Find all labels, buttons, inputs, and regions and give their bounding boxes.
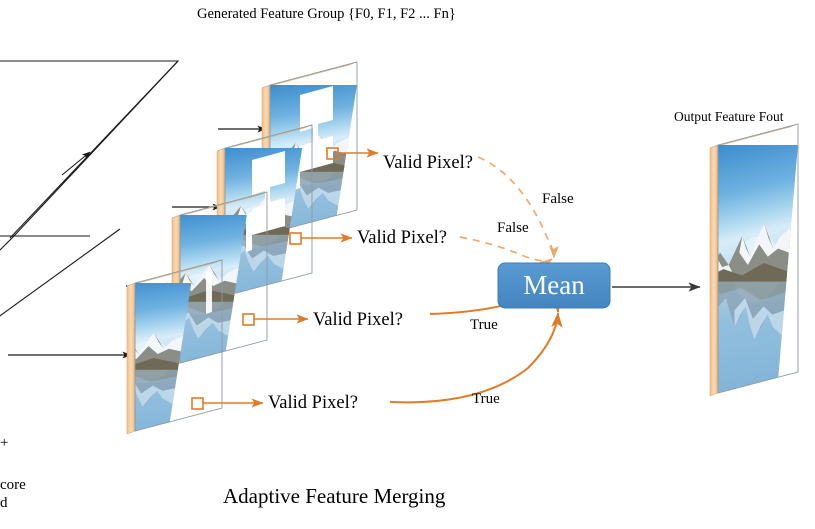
pixel-probe-3 <box>191 397 204 410</box>
clipped-text-core: core <box>0 477 26 493</box>
pixel-probe-2 <box>242 313 255 326</box>
branch-label-true-lower: True <box>472 391 500 407</box>
true-branch-3 <box>389 312 563 404</box>
source-arrow-diagonal <box>61 151 91 176</box>
output-feature-label: Output Feature Fout <box>674 109 784 124</box>
branch-label-false-upper: False <box>542 191 574 207</box>
branch-label-true-upper: True <box>470 317 498 333</box>
branch-label-false-lower: False <box>497 220 529 236</box>
valid-pixel-probes <box>191 147 379 410</box>
false-branch-0 <box>477 156 559 259</box>
valid-pixel-label-0: Valid Pixel? <box>383 153 473 173</box>
clipped-text-tick: + <box>0 435 9 451</box>
feature-plane-3 <box>126 259 223 435</box>
false-branch-1 <box>459 236 553 271</box>
valid-pixel-label-2: Valid Pixel? <box>313 310 403 330</box>
pixel-probe-1 <box>289 232 302 245</box>
clipped-text-d: d <box>0 495 8 511</box>
left-source-parallelogram <box>0 60 180 317</box>
figure-caption: Adaptive Feature Merging <box>223 484 446 508</box>
invalid-region-mask-1 <box>246 151 285 252</box>
output-feature-plane <box>709 123 799 397</box>
page-title: Generated Feature Group {F0, F1, F2 ... … <box>197 6 456 22</box>
valid-pixel-label-1: Valid Pixel? <box>357 228 447 248</box>
false-branches <box>459 156 559 271</box>
invalid-region-mask-2 <box>206 270 212 314</box>
mean-node[interactable] <box>497 262 611 309</box>
valid-pixel-label-3: Valid Pixel? <box>268 393 358 413</box>
